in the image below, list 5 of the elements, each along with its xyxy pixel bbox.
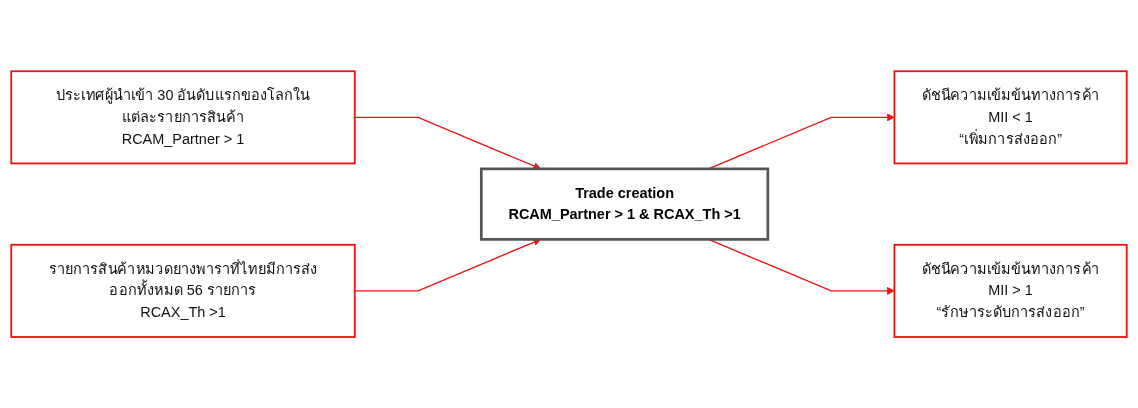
node-box: ดัชนีความเข้มข้นทางการค้า MII < 1 “เพิ่มการส่งออก”	[893, 70, 1128, 165]
node-box: Trade creation RCAM_Partner > 1 & RCAX_Th >1	[479, 167, 770, 241]
node-box: ประเทศผู้นำเข้า 30 อันดับแรกของโลกในแต่ละรายการสินค้า RCAM_Partner > 1	[10, 70, 356, 165]
node-box: รายการสินค้าหมวดยางพาราที่ไทยมีการส่งออกทั้งหมด 56 รายการ RCAX_Th >1	[10, 243, 356, 338]
node-box: ดัชนีความเข้มข้นทางการค้า MII > 1 “รักษาระดับการส่งออก”	[893, 243, 1128, 338]
